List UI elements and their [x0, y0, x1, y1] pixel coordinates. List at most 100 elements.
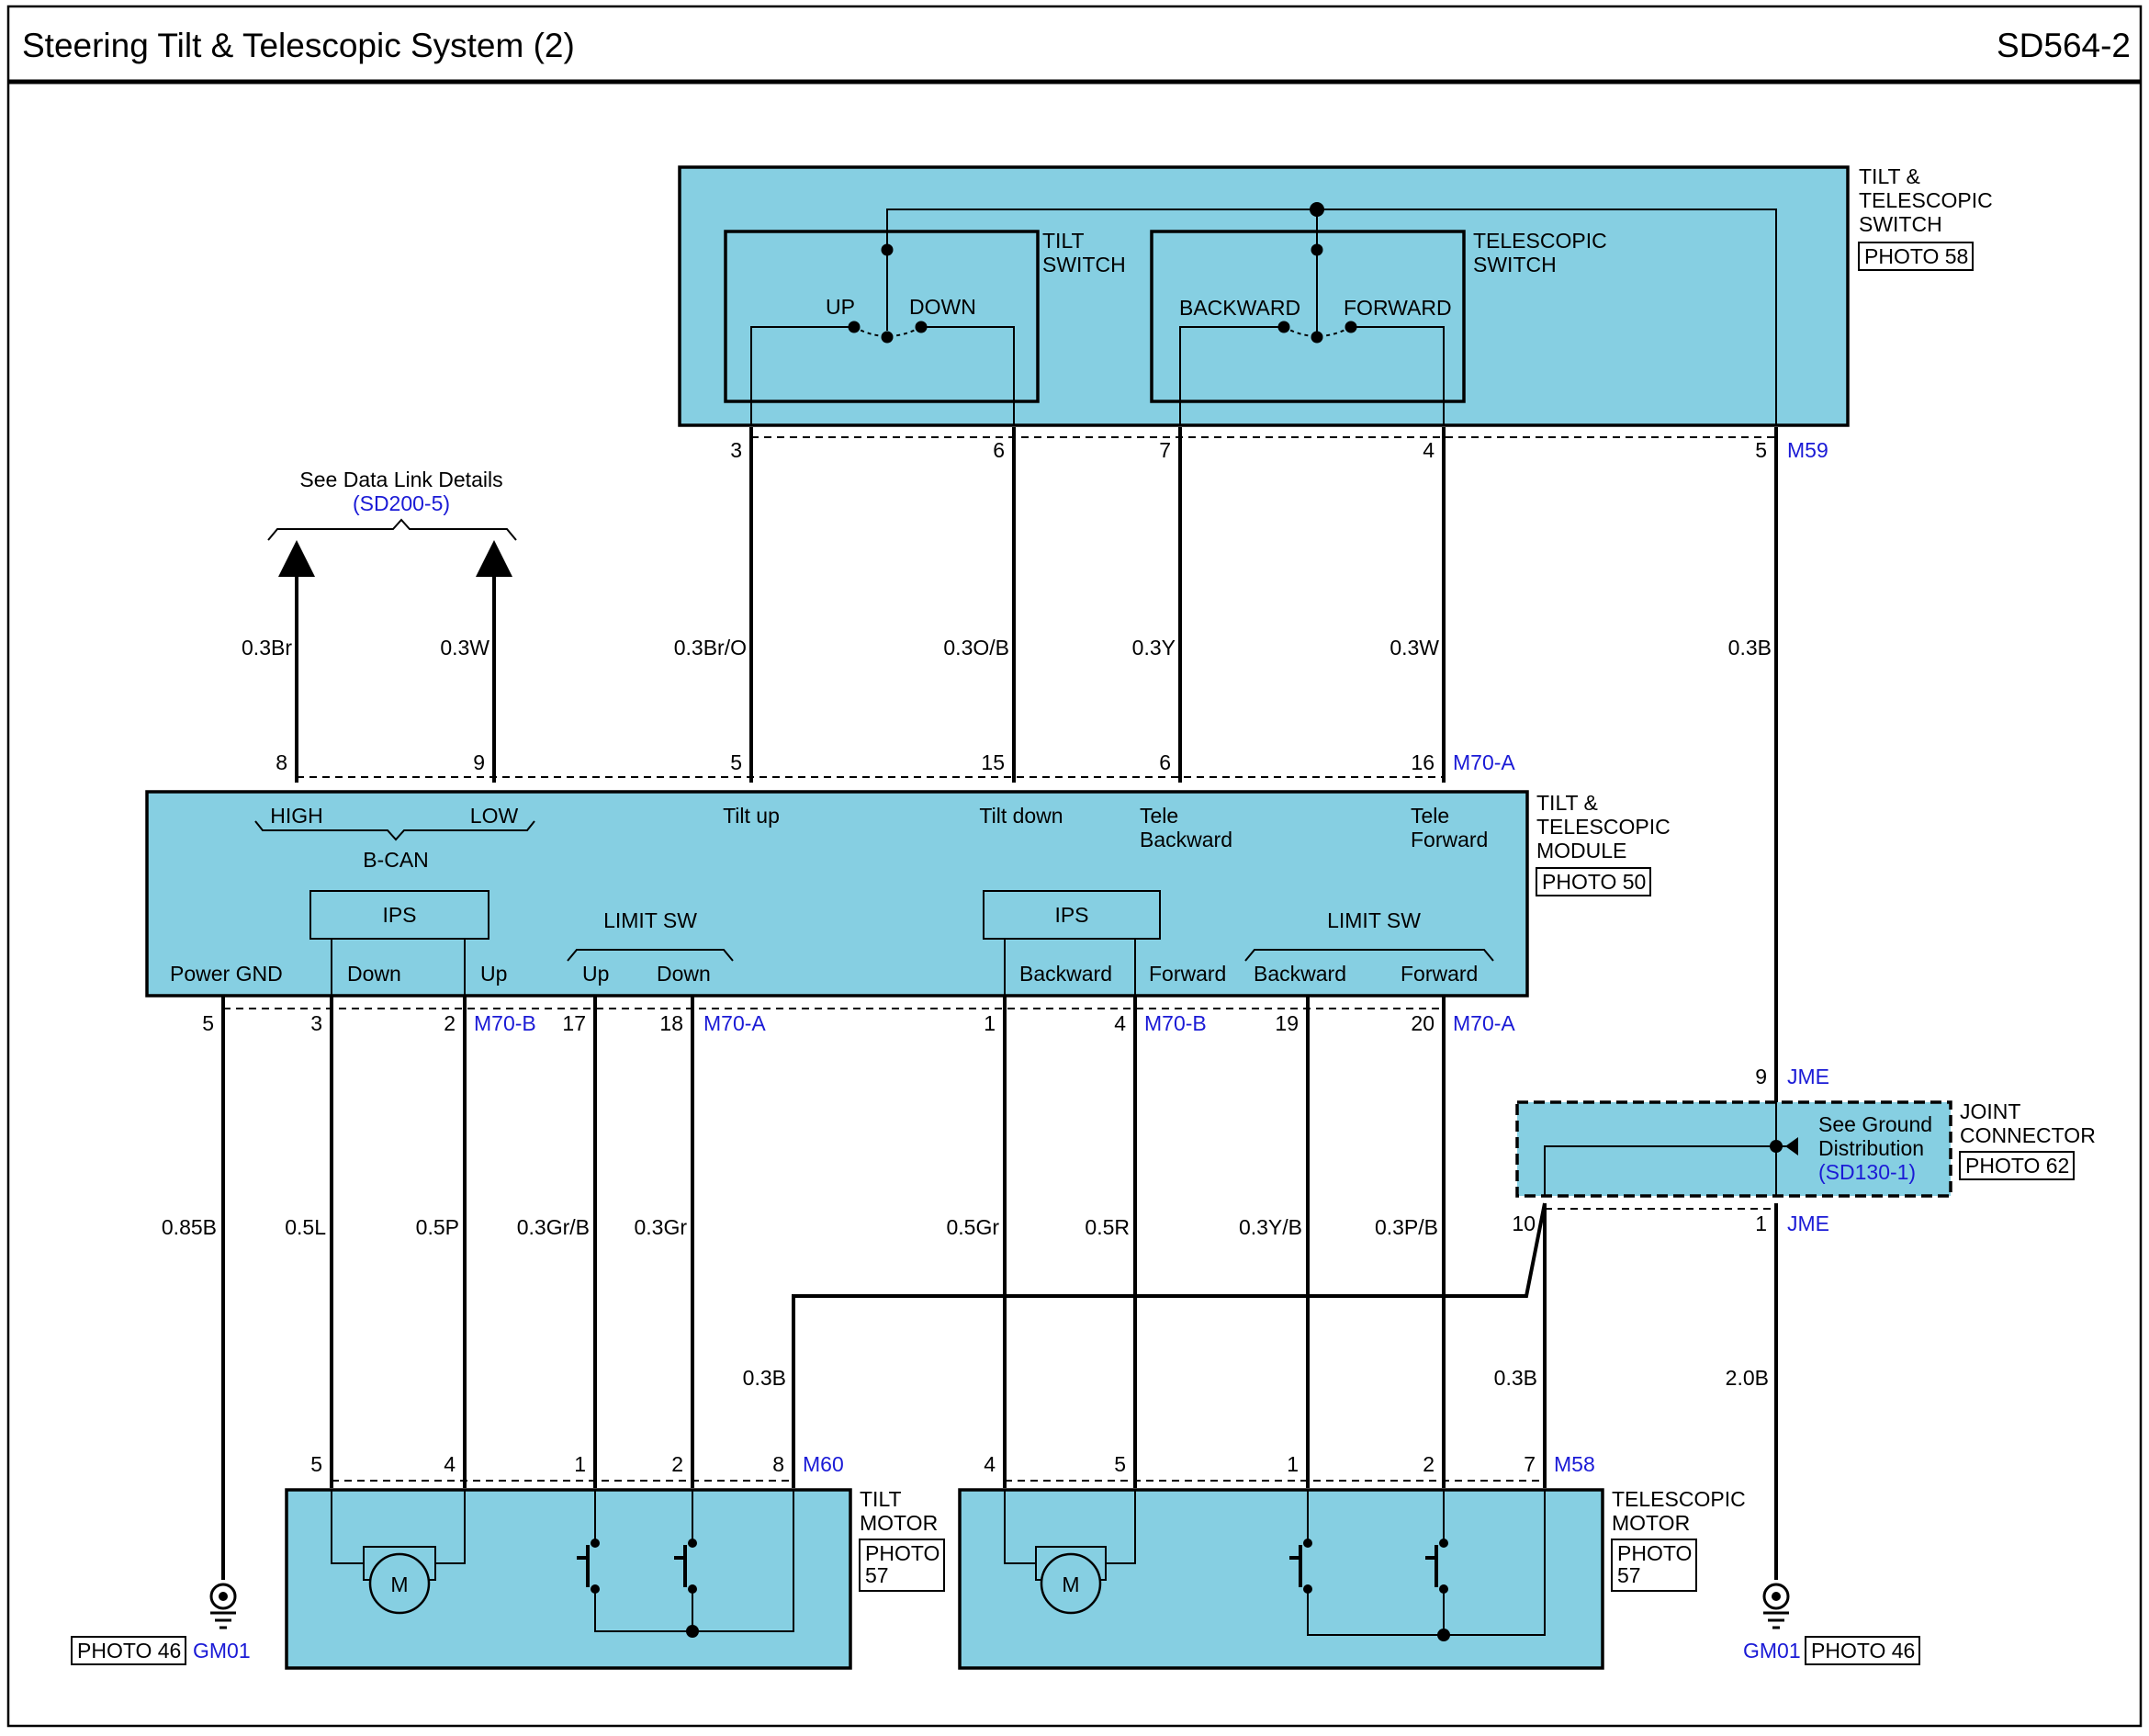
tilt-down-lead — [921, 326, 1015, 425]
up-label: Up — [480, 962, 507, 986]
limit-up-label: Up — [582, 962, 609, 986]
switch-assy-name: SWITCH — [1859, 212, 1942, 236]
tele-motor-name: TELESCOPIC — [1612, 1487, 1746, 1511]
photo-tag — [1805, 1636, 1920, 1665]
module-name: MODULE — [1536, 839, 1626, 862]
joint-connector: See Ground Distribution (SD130-1) 9 JME … — [1512, 1065, 2095, 1235]
tilt-motor: 5 4 1 2 8 M60 M TILT MOTOR PHOTO 57 — [285, 1452, 945, 1670]
bcan-label: B-CAN — [363, 848, 429, 872]
data-link-text: See Data Link Details — [299, 468, 502, 491]
pin-number: 5 — [1755, 438, 1767, 462]
ips-block — [309, 890, 489, 940]
pin-number: 20 — [1411, 1011, 1435, 1035]
pin-number: 6 — [1159, 750, 1171, 774]
motor-lead — [1004, 1490, 1036, 1564]
tilt-switch-label: TILT — [1042, 229, 1085, 253]
pin-number: 5 — [730, 750, 742, 774]
junction-dot — [1437, 1629, 1450, 1641]
motor-symbol — [1040, 1552, 1102, 1615]
joint-name: JOINT — [1960, 1099, 2020, 1123]
tilt-up-lead — [750, 326, 854, 425]
wire-spec: 0.3P/B — [1375, 1215, 1438, 1239]
bcan-brace — [254, 820, 535, 841]
pin-number: 2 — [671, 1452, 683, 1476]
module-bottom-pins: 5 3 2 17 18 1 4 19 20 M70-B M70-A M70-B … — [202, 1011, 1515, 1035]
module-name: TELESCOPIC — [1536, 815, 1671, 839]
junction-dot — [1311, 243, 1323, 256]
wire-spec: 2.0B — [1726, 1366, 1769, 1390]
switch-pivot — [1311, 331, 1323, 344]
connector-id: M59 — [1787, 438, 1828, 462]
limit-backward-label: Backward — [1254, 962, 1346, 986]
forward-label: Forward — [1149, 962, 1226, 986]
pin-number: 5 — [202, 1011, 214, 1035]
module-top-pins: 8 9 5 15 6 16 M70-A — [276, 750, 1515, 774]
connector-id: M60 — [803, 1452, 844, 1476]
switch-assy-name: TELESCOPIC — [1859, 188, 1993, 212]
photo-ref: PHOTO 62 — [1965, 1154, 2069, 1178]
wire-spec: 0.3O/B — [943, 636, 1009, 659]
switch-assy-name: TILT & — [1859, 164, 1920, 188]
data-link-note: See Data Link Details (SD200-5) — [267, 468, 517, 541]
photo-ref: PHOTO 50 — [1542, 870, 1646, 894]
wire-spec: 0.3W — [1390, 636, 1439, 659]
down-label: DOWN — [909, 295, 976, 319]
pin-number: 4 — [444, 1452, 456, 1476]
pin-number: 1 — [1755, 1212, 1767, 1235]
limit-sw-brace — [567, 949, 734, 962]
junction-dot — [1310, 202, 1324, 217]
photo-ref: PHOTO 46 — [77, 1639, 181, 1663]
wire-spec: 0.3Y/B — [1239, 1215, 1302, 1239]
up-label: UP — [826, 295, 855, 319]
ground-note: Distribution — [1818, 1136, 1924, 1160]
wire-spec: 0.3B — [1728, 636, 1772, 659]
power-gnd-label: Power GND — [170, 962, 283, 986]
telescopic-switch-label: SWITCH — [1473, 253, 1557, 276]
ground-note-ref: (SD130-1) — [1818, 1160, 1916, 1184]
ground-icon — [219, 1592, 228, 1601]
telescopic-switch-label: TELESCOPIC — [1473, 229, 1607, 253]
motor-letter: M — [1062, 1573, 1079, 1596]
pin-number: 16 — [1411, 750, 1435, 774]
ground-note: See Ground — [1818, 1112, 1932, 1136]
pin-number: 5 — [310, 1452, 322, 1476]
limit-sw-label: LIMIT SW — [1327, 908, 1421, 932]
pin-number: 3 — [310, 1011, 322, 1035]
photo-ref: PHOTO 46 — [1811, 1639, 1915, 1663]
tilt-motor-name: TILT — [860, 1487, 902, 1511]
wire-spec: 0.3B — [743, 1366, 786, 1390]
ips-label: IPS — [1054, 903, 1088, 927]
motor-lead — [331, 1490, 364, 1564]
pin-number: 2 — [1423, 1452, 1435, 1476]
module-name: TILT & — [1536, 791, 1598, 815]
page-code: SD564-2 — [1997, 27, 2131, 64]
photo-tag — [859, 1539, 945, 1592]
wire-spec: 0.85B — [162, 1215, 217, 1239]
connector-id: JME — [1787, 1065, 1829, 1088]
tilt-telescopic-switch: TILT SWITCH UP DOWN TELESCOPIC SWITCH BA… — [678, 164, 1993, 427]
limit-forward-label: Forward — [1401, 962, 1478, 986]
pin-number: 8 — [772, 1452, 784, 1476]
tilt-up-label: Tilt up — [723, 804, 780, 828]
connector-id: M70-A — [1453, 1011, 1515, 1035]
tilt-telescopic-module: HIGH LOW B-CAN Tilt up Tilt down Tele Ba… — [145, 790, 1671, 998]
backward-label: BACKWARD — [1179, 296, 1300, 320]
wire-spec: 0.5Gr — [946, 1215, 999, 1239]
junction-dot — [686, 1625, 699, 1638]
connector-id: M70-B — [474, 1011, 536, 1035]
pin-number: 18 — [659, 1011, 683, 1035]
ground-id: GM01 — [193, 1639, 251, 1663]
limit-sw-label: LIMIT SW — [603, 908, 697, 932]
wire-spec: 0.3Y — [1132, 636, 1176, 659]
joint-connector-body — [1515, 1100, 1952, 1198]
tele-forward-label: Tele — [1411, 804, 1449, 828]
pin-number: 3 — [730, 438, 742, 462]
pin-number: 1 — [984, 1011, 996, 1035]
switch-pivot — [881, 331, 894, 344]
photo-ref: PHOTO — [865, 1541, 939, 1565]
wire-spec: 0.5P — [416, 1215, 459, 1239]
pin-number: 4 — [1114, 1011, 1126, 1035]
ips-block — [983, 890, 1161, 940]
motor-lead — [1106, 1490, 1136, 1564]
